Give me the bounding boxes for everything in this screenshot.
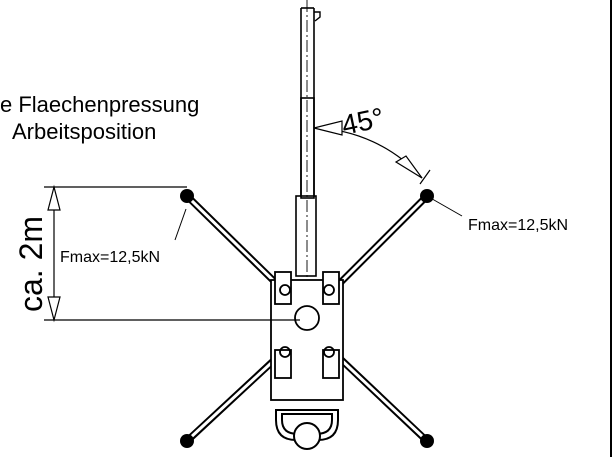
distance-label: ca. 2m bbox=[13, 216, 49, 312]
angle-dimension bbox=[313, 120, 431, 185]
chassis bbox=[270, 271, 344, 401]
foot-bottom-right bbox=[420, 434, 434, 448]
force-left-leader bbox=[174, 208, 187, 241]
wheel bbox=[293, 422, 321, 450]
outrigger-legs-inner bbox=[188, 197, 426, 440]
title-line-2: Arbeitsposition bbox=[12, 119, 156, 144]
foot-top-left bbox=[180, 189, 194, 203]
angle-label: 45° bbox=[339, 102, 387, 141]
mast bbox=[295, 7, 321, 277]
force-left-label: Fmax=12,5kN bbox=[60, 249, 160, 266]
title-line-1: e Flaechenpressung bbox=[0, 92, 199, 117]
foot-bottom-left bbox=[180, 434, 194, 448]
force-right-label: Fmax=12,5kN bbox=[468, 217, 568, 234]
force-right-leader bbox=[426, 195, 463, 217]
distance-dimension bbox=[44, 184, 300, 323]
